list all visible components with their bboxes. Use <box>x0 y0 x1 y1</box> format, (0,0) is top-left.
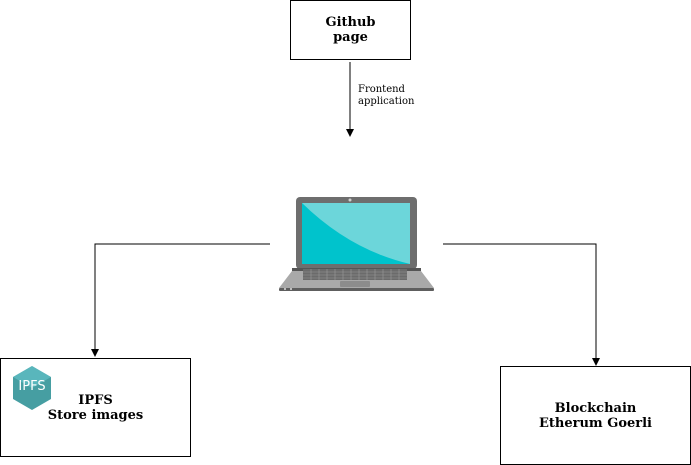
node-github-line1: Github <box>325 15 376 30</box>
edge-label-line2: application <box>358 96 415 107</box>
ipfs-logo-text: IPFS <box>18 379 45 394</box>
laptop-keyboard <box>303 269 407 280</box>
edge-label-frontend-application: Frontend application <box>358 84 414 108</box>
node-blockchain-line2: Etherum Goerli <box>539 415 652 431</box>
node-ipfs-line1: IPFS <box>78 392 113 408</box>
laptop-touchpad <box>340 281 370 287</box>
node-github-line2: page <box>333 30 368 45</box>
ipfs-logo-icon: IPFS <box>13 366 51 410</box>
edge-laptop-to-ipfs <box>91 243 270 357</box>
node-github-page: Github page <box>290 0 411 60</box>
edge-laptop-to-blockchain <box>443 243 600 366</box>
edge-label-line1: Frontend <box>358 84 405 95</box>
node-blockchain-line1: Blockchain <box>554 400 637 416</box>
node-ipfs-line2: Store images <box>47 407 144 423</box>
laptop-icon <box>279 197 434 291</box>
node-blockchain: Blockchain Etherum Goerli <box>500 366 691 465</box>
